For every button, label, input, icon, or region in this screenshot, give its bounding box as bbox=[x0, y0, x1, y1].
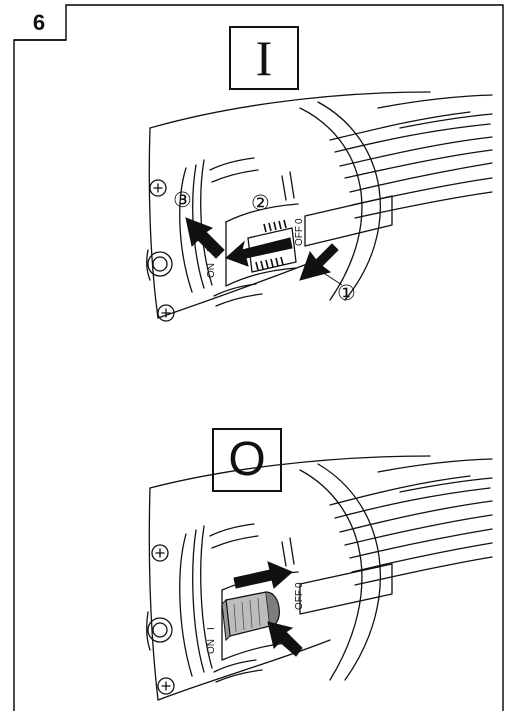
tool-body-bottom bbox=[146, 455, 493, 701]
figure-number: 6 bbox=[32, 10, 46, 35]
on-symbol-box: I bbox=[229, 26, 299, 90]
off-symbol-box: O bbox=[212, 428, 282, 492]
switch-off-mark-bottom: 0 bbox=[294, 582, 305, 588]
step-3-label: ③ bbox=[173, 189, 192, 212]
switch-on-mark-bottom: I bbox=[206, 627, 217, 630]
switch-on-label-bottom: ON bbox=[206, 639, 217, 654]
step-1-label: ① bbox=[337, 282, 356, 305]
switch-off-label-top: OFF bbox=[294, 226, 305, 246]
arrow-slide-back bbox=[233, 561, 293, 589]
arrow-step-2 bbox=[225, 237, 293, 267]
switch-on-label-top: ON bbox=[206, 263, 217, 278]
arrow-press bbox=[267, 621, 303, 657]
switch-off-label-bottom: OFF bbox=[294, 590, 305, 610]
switch-slider-bottom bbox=[221, 591, 280, 642]
arrow-step-3 bbox=[185, 217, 225, 259]
step-2-label: ② bbox=[251, 192, 270, 215]
on-symbol: I bbox=[255, 30, 273, 86]
switch-off-mark-top: 0 bbox=[294, 218, 305, 224]
arrow-step-1 bbox=[299, 243, 343, 286]
off-symbol: O bbox=[228, 433, 266, 486]
